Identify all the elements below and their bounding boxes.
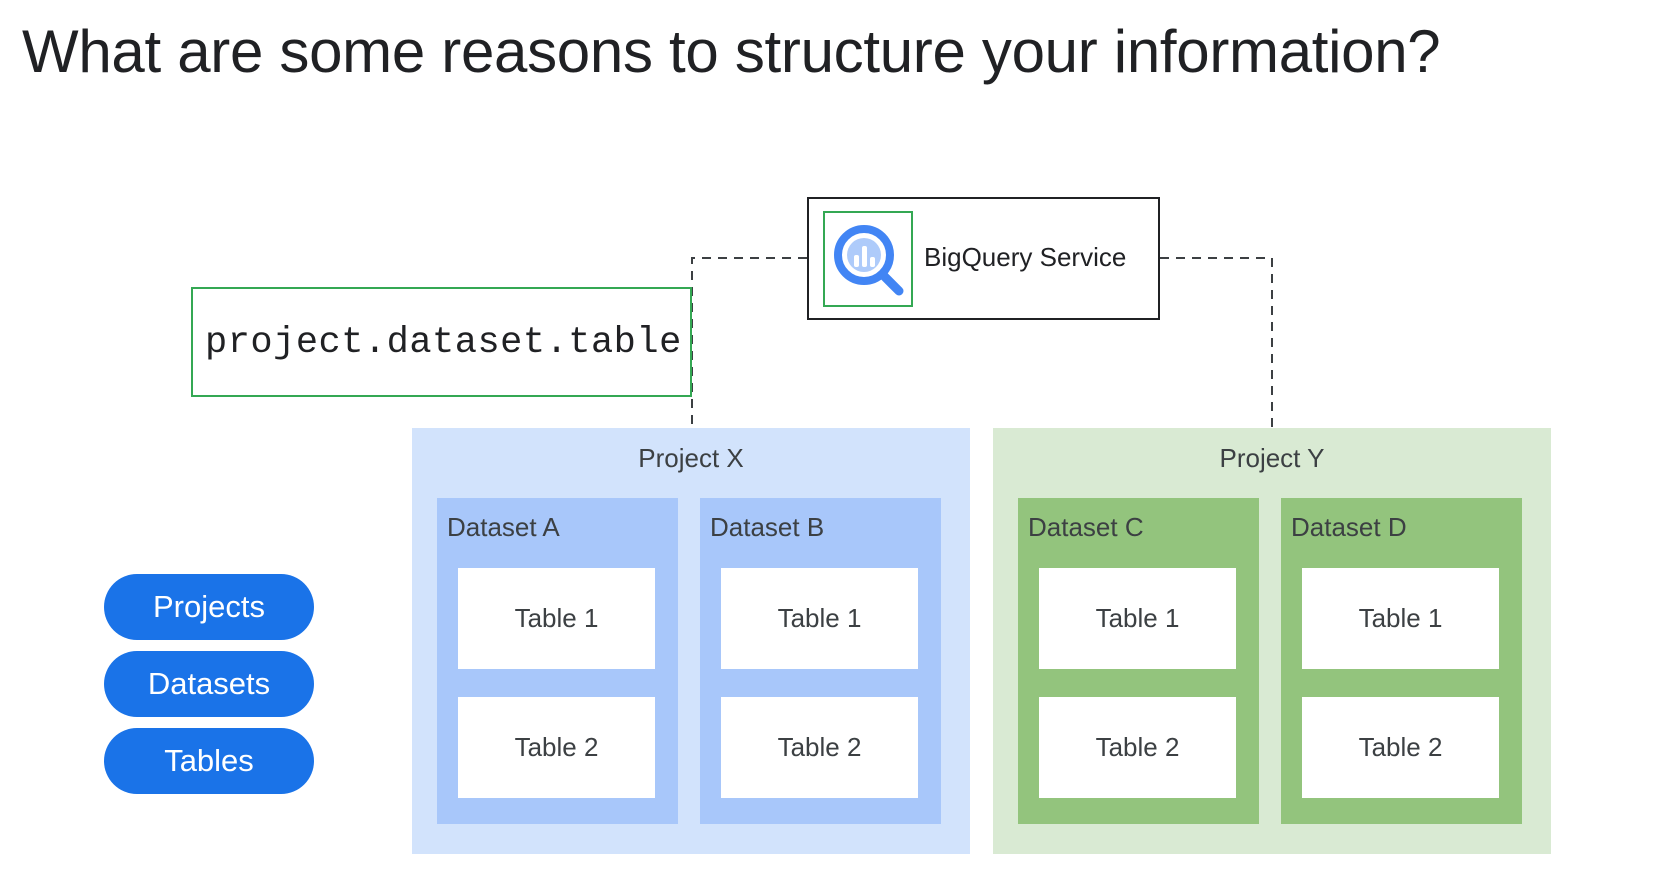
bigquery-service-box: BigQuery Service [807,197,1160,320]
legend-pill-datasets: Datasets [104,651,314,717]
dataset-title: Dataset A [447,512,560,542]
table-card: Table 1 [1302,568,1499,669]
dataset-title: Dataset C [1028,512,1144,542]
table-card: Table 2 [1302,697,1499,798]
table-card: Table 1 [721,568,918,669]
table-card: Table 1 [1039,568,1236,669]
slide-title: What are some reasons to structure your … [22,18,1441,85]
bigquery-icon [834,225,904,296]
table-card: Table 2 [458,697,655,798]
dataset-a: Dataset A Table 1 Table 2 [437,498,678,824]
project-title: Project X [638,443,744,473]
project-y-container: Project Y Dataset C Table 1 Table 2 Data… [993,428,1551,854]
dataset-d: Dataset D Table 1 Table 2 [1281,498,1522,824]
bigquery-logo [823,211,913,307]
dataset-title: Dataset D [1291,512,1407,542]
dataset-b: Dataset B Table 1 Table 2 [700,498,941,824]
project-title: Project Y [1219,443,1325,473]
bigquery-service-label: BigQuery Service [924,242,1127,272]
dataset-c: Dataset C Table 1 Table 2 [1018,498,1259,824]
legend-pill-projects: Projects [104,574,314,640]
table-card: Table 1 [458,568,655,669]
legend-pill-tables: Tables [104,728,314,794]
connector-project-x [691,257,807,428]
project-x-container: Project X Dataset A Table 1 Table 2 Data… [412,428,970,854]
table-card: Table 2 [1039,697,1236,798]
dataset-title: Dataset B [710,512,825,542]
naming-path-box: project.dataset.table [191,287,692,397]
connector-project-y [1160,257,1273,428]
naming-path-text: project.dataset.table [205,322,682,364]
table-card: Table 2 [721,697,918,798]
